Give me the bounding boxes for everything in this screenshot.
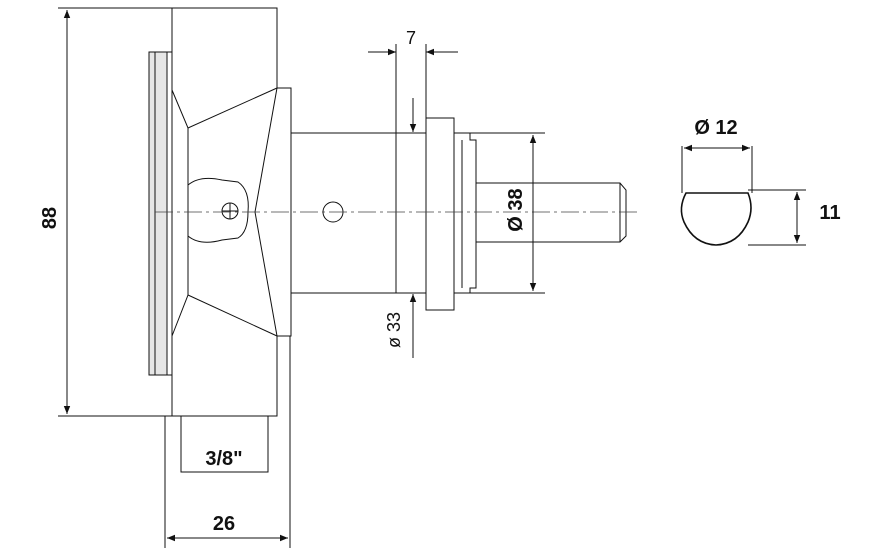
dim-thread-label: 3/8" (205, 448, 242, 470)
dim-thread: 3/8" (180, 416, 269, 473)
hub-cylinder (290, 132, 397, 294)
dim-hub: ø 33 (384, 98, 417, 358)
dim-height-label: 88 (39, 207, 61, 229)
housing-block (171, 7, 292, 417)
dim-hub-label: ø 33 (384, 312, 404, 348)
dim-flange: 7 (368, 28, 458, 133)
hub (290, 117, 627, 311)
dim-flat-label: 11 (819, 202, 840, 224)
dim-bore: Ø 38 (470, 132, 545, 294)
shaft (476, 182, 627, 243)
shaft-section-shape (680, 192, 752, 246)
dim-flange-label: 7 (406, 28, 416, 48)
shaft-section: Ø 12 11 (680, 117, 841, 246)
flange-ring (425, 117, 455, 311)
clamp-lug (187, 177, 249, 243)
mounting-plate (148, 51, 168, 376)
dim-shaft-label: Ø 12 (694, 117, 737, 139)
dim-height: 88 (39, 7, 172, 417)
dim-width: 26 (164, 336, 291, 548)
dim-width-label: 26 (213, 513, 235, 535)
dim-bore-label: Ø 38 (505, 188, 527, 231)
thread-collar (454, 132, 477, 294)
